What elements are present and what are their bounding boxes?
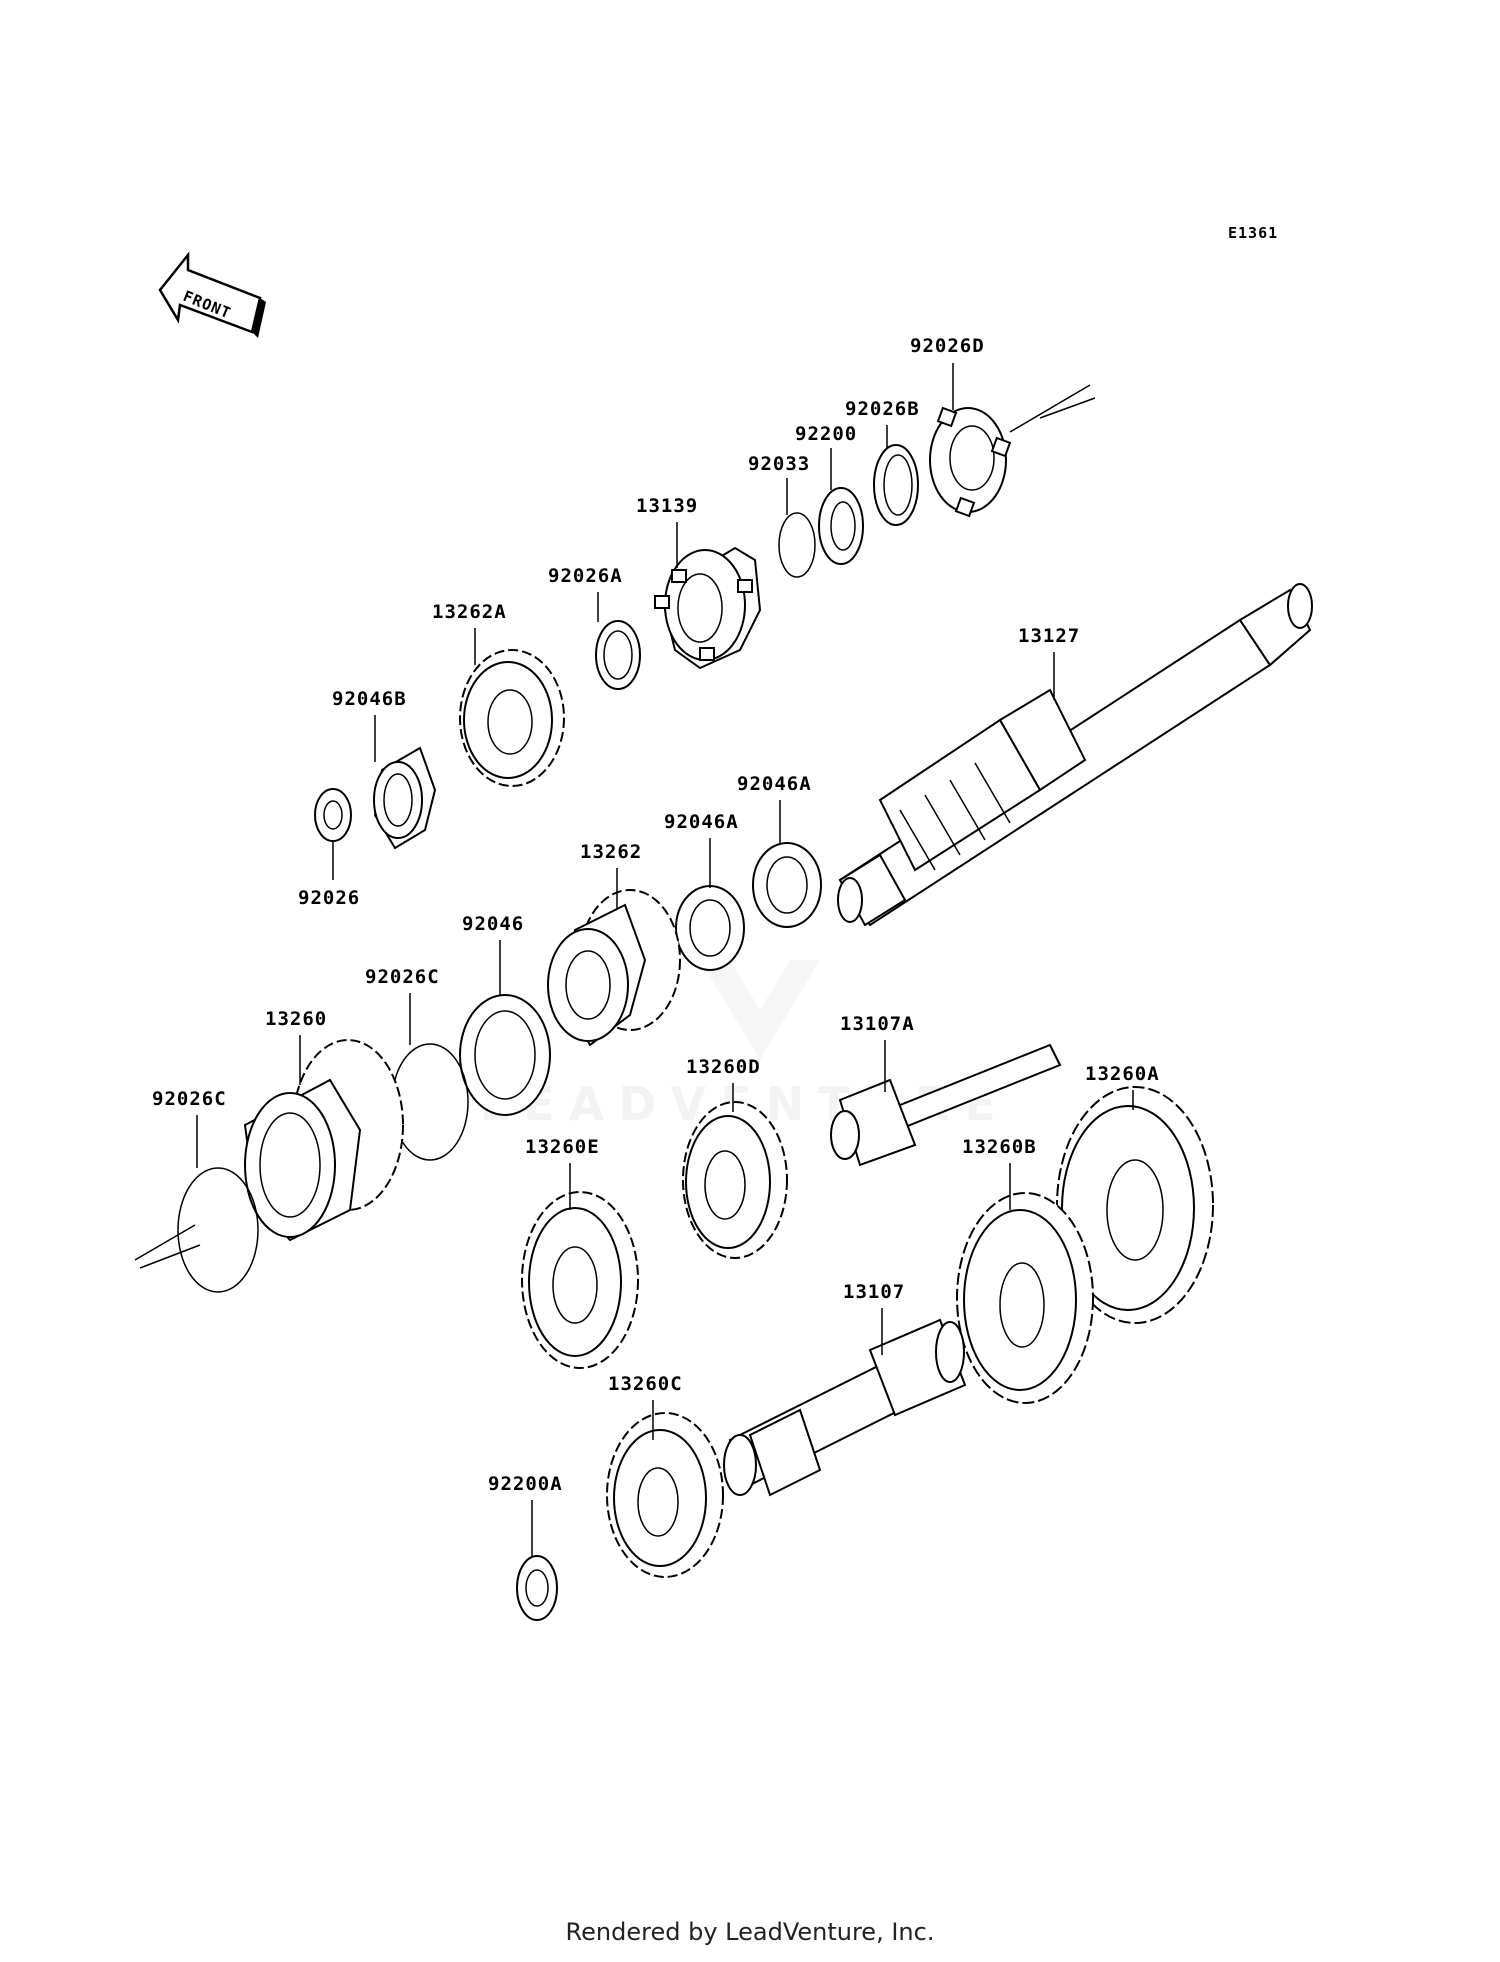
part-13107A-shaft-icon[interactable] <box>830 1043 1062 1167</box>
part-13260A-icon[interactable] <box>1056 1086 1214 1324</box>
diagram-code: E1361 <box>1228 224 1278 242</box>
part-92200A-icon[interactable] <box>516 1555 558 1621</box>
part-13260-icon[interactable] <box>243 1039 404 1242</box>
part-13260D-icon[interactable] <box>682 1101 788 1259</box>
part-92033-icon[interactable] <box>778 512 816 578</box>
part-92046-icon[interactable] <box>459 994 551 1116</box>
part-13107-shaft-icon[interactable] <box>723 1318 967 1497</box>
front-arrow-icon: FRONT <box>158 251 266 338</box>
part-13139-icon[interactable] <box>654 546 762 670</box>
label-13139[interactable]: 13139 <box>636 495 698 517</box>
label-13262[interactable]: 13262 <box>580 841 642 863</box>
label-92046[interactable]: 92046 <box>462 913 524 935</box>
part-92026B-icon[interactable] <box>873 444 919 526</box>
label-13260A[interactable]: 13260A <box>1085 1063 1160 1085</box>
label-92033[interactable]: 92033 <box>748 453 810 475</box>
part-92026C-ring-1-icon[interactable] <box>391 1043 469 1161</box>
label-leaders <box>196 363 1134 1558</box>
label-13260[interactable]: 13260 <box>265 1008 327 1030</box>
part-92026-icon[interactable] <box>314 788 352 842</box>
part-92046A-bearing-1-icon[interactable] <box>752 842 822 928</box>
label-13260D[interactable]: 13260D <box>686 1056 761 1078</box>
part-13260C-icon[interactable] <box>606 1412 724 1578</box>
axis-leader-top <box>1009 384 1091 433</box>
part-92046A-bearing-2-icon[interactable] <box>675 885 745 971</box>
label-92026[interactable]: 92026 <box>298 887 360 909</box>
label-92200A[interactable]: 92200A <box>488 1473 563 1495</box>
part-92046B-icon[interactable] <box>373 746 437 850</box>
label-13107[interactable]: 13107 <box>843 1281 905 1303</box>
part-13260E-icon[interactable] <box>521 1191 639 1369</box>
footer-credit: Rendered by LeadVenture, Inc. <box>565 1918 935 1946</box>
label-92046A-1[interactable]: 92046A <box>737 773 812 795</box>
label-13262A[interactable]: 13262A <box>432 601 507 623</box>
part-13127-shaft-icon[interactable] <box>837 583 1313 927</box>
part-92200-icon[interactable] <box>818 487 864 565</box>
label-92026C-1[interactable]: 92026C <box>365 966 440 988</box>
label-13260C[interactable]: 13260C <box>608 1373 683 1395</box>
label-92046A-2[interactable]: 92046A <box>664 811 739 833</box>
part-92026D-icon[interactable] <box>929 406 1012 518</box>
label-13260E[interactable]: 13260E <box>525 1136 600 1158</box>
part-92026C-ring-2-icon[interactable] <box>177 1167 259 1293</box>
label-92046B[interactable]: 92046B <box>332 688 407 710</box>
part-92026A-icon[interactable] <box>595 620 641 690</box>
label-92026C-2[interactable]: 92026C <box>152 1088 227 1110</box>
label-92026A[interactable]: 92026A <box>548 565 623 587</box>
label-13107A[interactable]: 13107A <box>840 1013 915 1035</box>
part-labels: 92026D 92026B 92200 92033 13139 92026A 1… <box>152 335 1160 1495</box>
part-13262A-icon[interactable] <box>459 649 565 787</box>
label-13260B[interactable]: 13260B <box>962 1136 1037 1158</box>
part-13260B-icon[interactable] <box>956 1192 1094 1404</box>
label-92026B[interactable]: 92026B <box>845 398 920 420</box>
label-13127[interactable]: 13127 <box>1018 625 1080 647</box>
label-92026D[interactable]: 92026D <box>910 335 985 357</box>
label-92200[interactable]: 92200 <box>795 423 857 445</box>
part-13262-icon[interactable] <box>547 889 681 1047</box>
